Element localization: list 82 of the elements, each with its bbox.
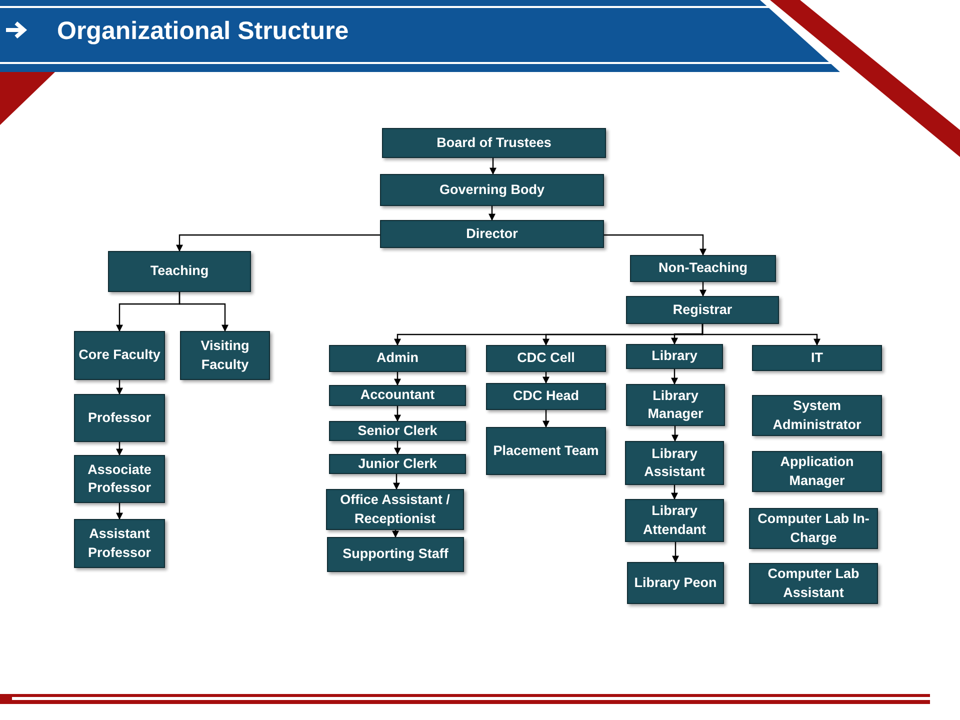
position-label: Application Manager [779, 453, 855, 490]
position-box [380, 220, 604, 248]
position-box [180, 331, 270, 380]
position-box [380, 174, 604, 206]
position-label: Teaching [150, 262, 209, 280]
connector-arrow [394, 372, 401, 386]
position-label: Office Assistant / Receptionist [339, 491, 451, 528]
position-box [326, 489, 464, 530]
position-label: CDC Head [512, 387, 579, 406]
connector-arrow [671, 485, 678, 500]
position-box [752, 345, 882, 371]
position-box [749, 508, 878, 549]
connector-arrow [392, 530, 399, 538]
connector-arrow [490, 158, 496, 175]
connector-arrow [393, 474, 400, 490]
position-box [486, 383, 606, 410]
position-label: Director [466, 224, 518, 243]
position-box [329, 454, 466, 474]
position-box [749, 563, 878, 604]
position-label: Governing Body [439, 180, 544, 199]
position-label: Accountant [360, 386, 435, 404]
position-label: Computer Lab Assistant [766, 565, 860, 602]
connector-arrow [394, 406, 401, 422]
connector-arrow [116, 380, 123, 395]
position-label: CDC Cell [517, 349, 575, 368]
position-label: Board of Trustees [436, 134, 552, 152]
position-box [752, 451, 882, 492]
connector-arrow [672, 542, 679, 563]
position-label: Senior Clerk [358, 422, 438, 440]
connector-arrow [178, 292, 228, 332]
position-label: Supporting Staff [342, 545, 448, 564]
position-box [626, 344, 723, 369]
position-label: Library Attendant [642, 502, 707, 538]
position-box [74, 519, 165, 568]
position-box [108, 251, 251, 292]
position-box [626, 296, 779, 324]
connector-arrow [671, 369, 678, 385]
position-box [752, 395, 882, 436]
position-box [329, 421, 466, 441]
connector-arrow [542, 372, 550, 384]
position-box [626, 384, 725, 426]
connector-arrow [116, 503, 123, 520]
position-box [329, 345, 466, 372]
slide-title: Organizational Structure [57, 17, 349, 46]
position-label: Assistant Professor [86, 525, 152, 562]
position-label: Library Peon [634, 574, 717, 592]
position-label: Professor [88, 408, 152, 427]
connector-arrow [116, 442, 123, 456]
position-box [630, 255, 776, 282]
position-label: Junior Clerk [358, 454, 437, 473]
position-label: Registrar [672, 300, 732, 319]
position-label: Core Faculty [78, 346, 160, 364]
position-box [329, 385, 466, 406]
position-label: Admin [376, 349, 418, 368]
position-box [627, 562, 724, 604]
position-label: System Administrator [772, 397, 862, 434]
connector-arrow [604, 234, 706, 256]
connector-arrow [542, 410, 550, 428]
position-label: Associate Professor [86, 460, 152, 497]
connector-arrow [176, 234, 380, 252]
position-box [625, 441, 724, 485]
position-box [74, 394, 165, 442]
position-box [382, 128, 606, 158]
position-box [74, 455, 165, 503]
connector-arrow [702, 324, 820, 346]
position-box [486, 427, 606, 475]
position-label: Non-Teaching [658, 259, 748, 278]
position-box [486, 345, 606, 372]
position-label: Library Assistant [643, 444, 706, 481]
position-box [74, 331, 165, 380]
position-label: IT [811, 348, 823, 367]
position-label: Computer Lab In-Charge [756, 510, 870, 547]
connector-arrow [394, 441, 401, 455]
connector-arrow [700, 282, 706, 297]
position-label: Library [652, 347, 698, 366]
connector-arrow [488, 206, 496, 221]
position-label: Visiting Faculty [200, 337, 250, 374]
position-label: Placement Team [493, 442, 599, 460]
position-box [625, 499, 724, 542]
connector-arrow [672, 426, 678, 442]
position-box [327, 537, 464, 572]
position-label: Library Manager [646, 386, 704, 423]
